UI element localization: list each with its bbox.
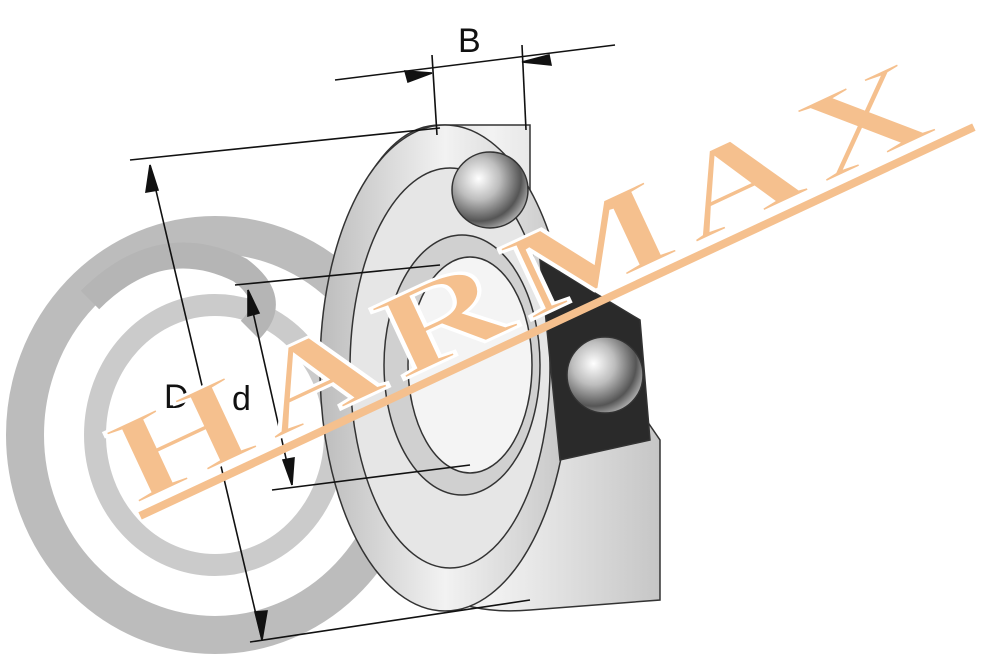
bearing-illustration (319, 124, 661, 612)
ball-side (566, 336, 644, 414)
ball-top (451, 151, 529, 229)
bore-diameter-label-d: d (232, 380, 251, 418)
width-label-b: B (458, 22, 481, 60)
dimension-lines (129, 44, 616, 643)
outer-diameter-label-d: D (164, 378, 189, 416)
